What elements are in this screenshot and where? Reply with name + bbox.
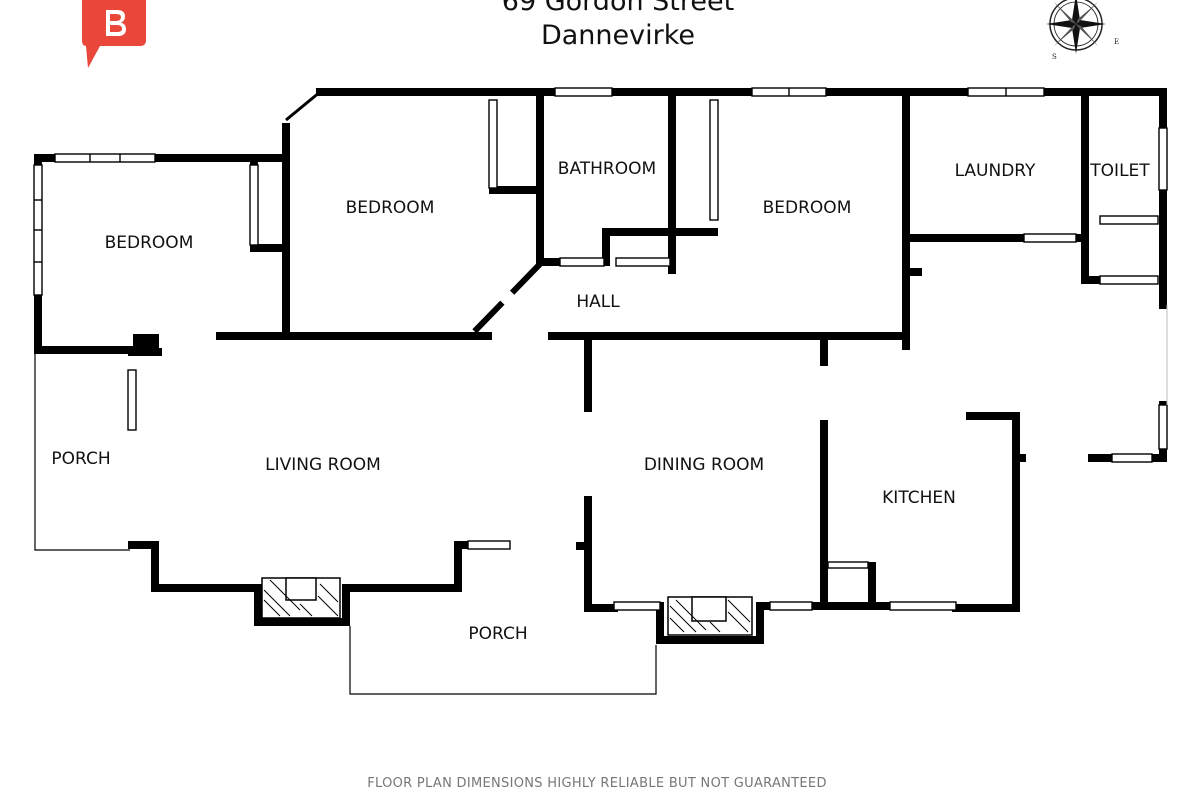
address-line-2: Dannevirke <box>540 20 696 51</box>
room-label-bedroom-left: BEDROOM <box>105 233 194 253</box>
room-label-porch-bottom: PORCH <box>468 624 527 644</box>
room-label-bedroom-right: BEDROOM <box>763 198 852 218</box>
room-label-bedroom-center: BEDROOM <box>346 198 435 218</box>
compass-letter-e: E <box>1114 38 1119 46</box>
fireplace-living <box>261 577 341 619</box>
windows <box>33 87 1168 611</box>
room-label-dining-room: DINING ROOM <box>644 455 764 475</box>
room-label-bathroom: BATHROOM <box>558 159 656 179</box>
angled-window <box>285 90 321 122</box>
wall-block <box>133 334 159 354</box>
address-line-1: 69 Gordon Street <box>501 0 735 17</box>
compass-letter-s: S <box>1052 53 1057 61</box>
room-label-porch-left: PORCH <box>51 449 110 469</box>
room-label-laundry: LAUNDRY <box>955 161 1036 181</box>
porch-bottom-outline <box>349 626 657 695</box>
compass-rose-icon: E S <box>1046 0 1119 61</box>
walls <box>34 88 1167 644</box>
room-label-living-room: LIVING ROOM <box>265 455 381 475</box>
porch-left-outline <box>34 352 130 551</box>
room-label-toilet: TOILET <box>1089 161 1150 181</box>
fireplace-dining <box>667 596 753 636</box>
angled-wall <box>467 261 543 339</box>
room-label-hall: HALL <box>576 292 620 312</box>
brand-logo-icon <box>82 0 146 68</box>
room-label-kitchen: KITCHEN <box>882 488 956 508</box>
disclaimer-text: FLOOR PLAN DIMENSIONS HIGHLY RELIABLE BU… <box>367 776 827 791</box>
